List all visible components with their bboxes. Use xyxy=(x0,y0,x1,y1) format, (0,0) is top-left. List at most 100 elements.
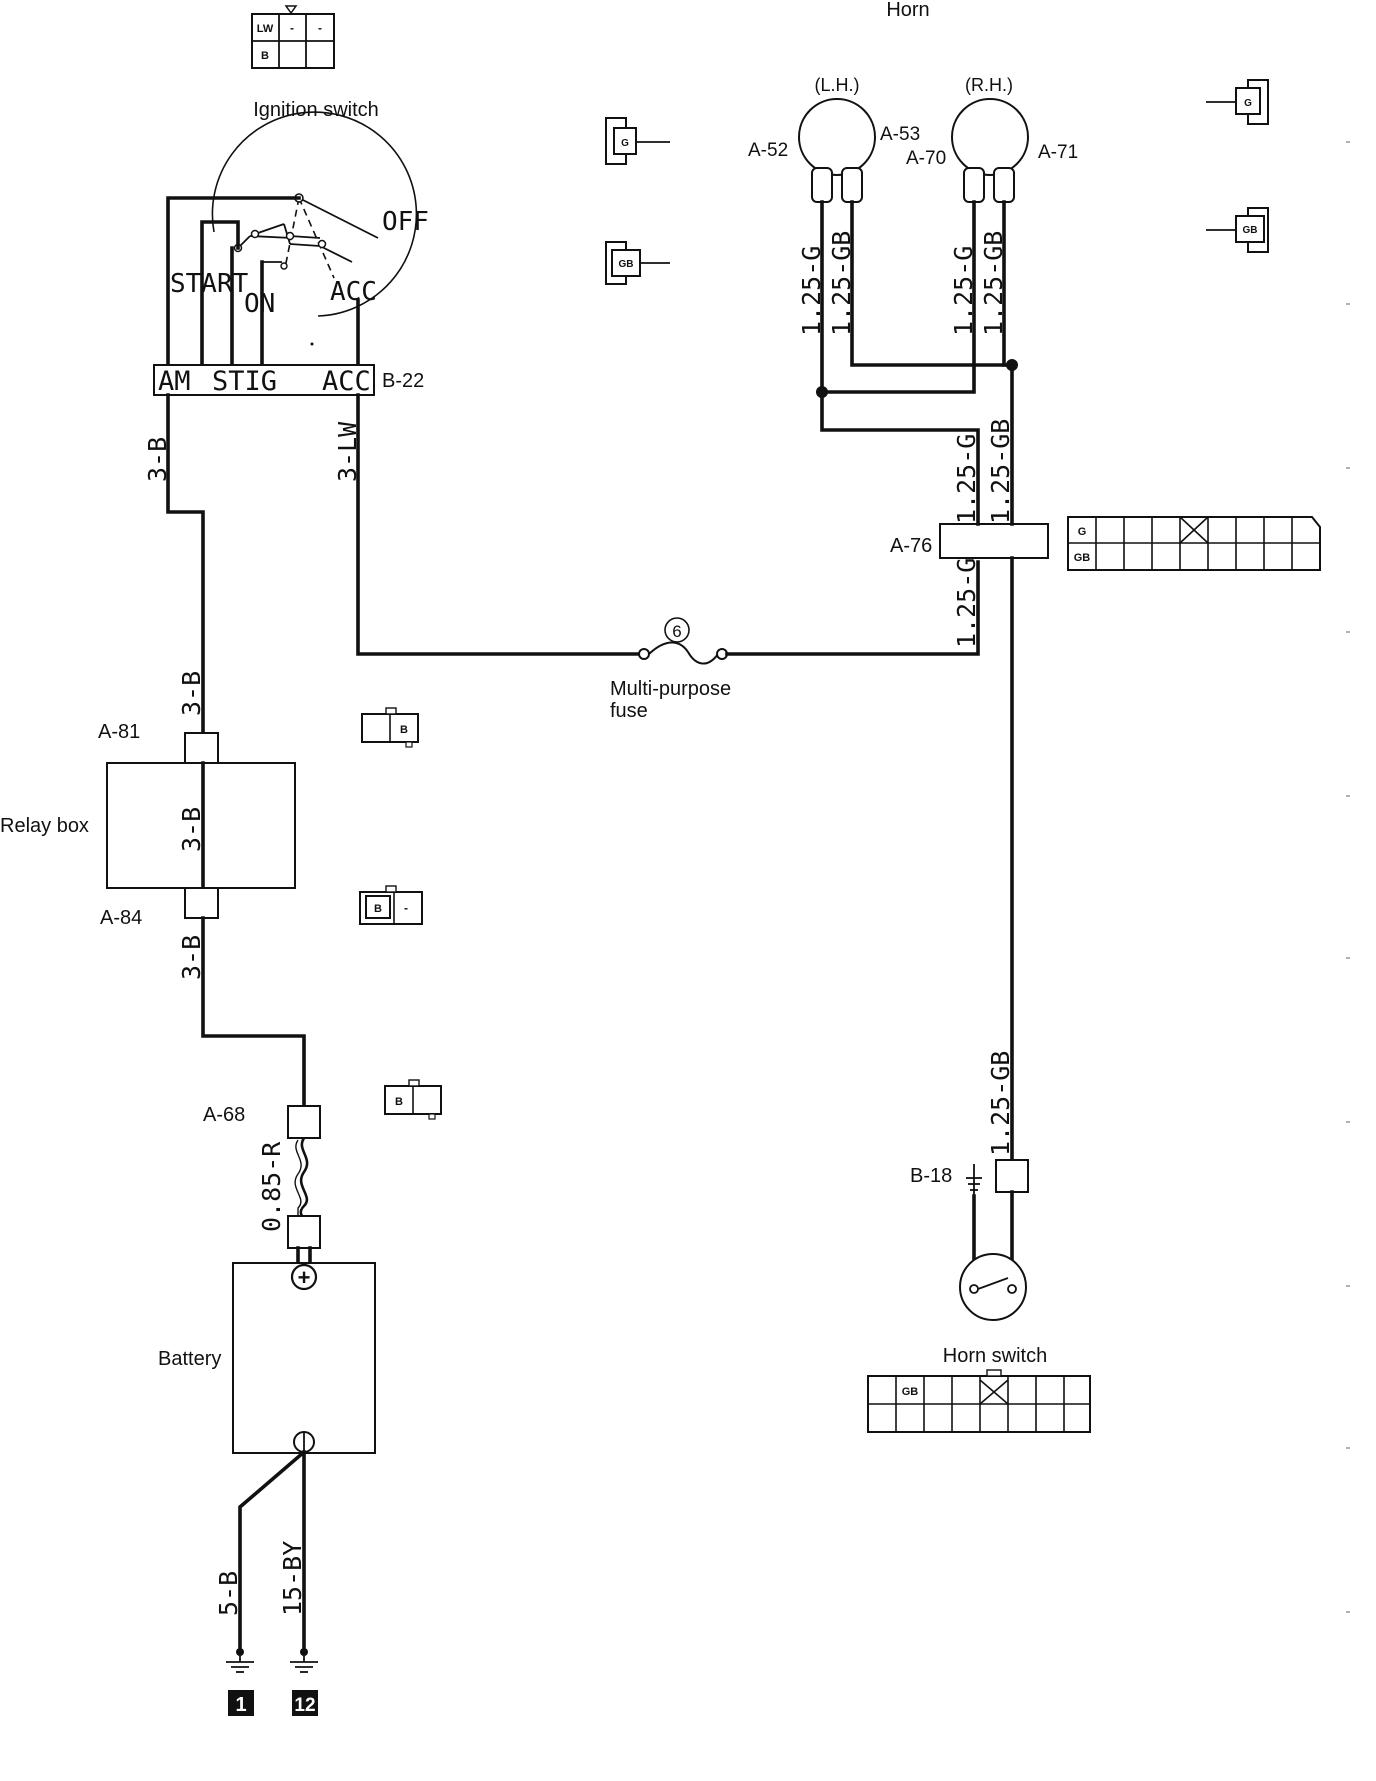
pin-b-label: B xyxy=(395,1096,403,1108)
horn-lh-gb-connector-face: GB xyxy=(605,241,670,285)
ground-point-1-label: 1 xyxy=(235,1694,246,1716)
fuse-label-line1: Multi-purpose xyxy=(610,678,731,700)
position-acc-label: ACC xyxy=(330,277,377,307)
wire-3b-a84-label: 3-B xyxy=(177,935,206,980)
ground-symbol-icon xyxy=(226,1648,254,1673)
horn-lh-label: (L.H.) xyxy=(815,75,860,95)
wire-lh-g-label: 1.25-G xyxy=(797,246,826,336)
ground-point-12 xyxy=(292,1690,318,1716)
splice-g xyxy=(816,386,828,398)
connector-b22-label: B-22 xyxy=(382,370,424,392)
ground-symbol-icon xyxy=(290,1648,318,1673)
wire-5b xyxy=(238,1449,307,1654)
wire-horn-switch-gb-label: 1.25-GB xyxy=(986,1051,1015,1156)
battery-terminal-connector xyxy=(287,1215,321,1249)
wire-15by-label: 15-BY xyxy=(278,1541,307,1616)
fuse-label-line2: fuse xyxy=(610,700,648,722)
pin-b-label: B xyxy=(261,50,269,62)
connector-a68 xyxy=(287,1105,321,1139)
horn-rh-gb-connector-face: GB xyxy=(1206,207,1269,253)
pin-dash-label: - xyxy=(318,21,322,35)
wire-lh-g xyxy=(820,200,980,526)
wire-a76-g-down-label: 1.25-G xyxy=(952,558,981,648)
wire-3lw-label: 3-LW xyxy=(333,421,362,482)
wire-a76-gb-up-label: 1.25-GB xyxy=(986,419,1015,524)
wire-lh-gb-label: 1.25-GB xyxy=(827,231,856,336)
fuse-symbol xyxy=(638,641,728,665)
pin-dash-label: - xyxy=(290,21,294,35)
horn-rh xyxy=(951,98,1029,203)
relay-box xyxy=(106,762,296,889)
battery-label: Battery xyxy=(158,1348,221,1370)
wire-3b-relay-label: 3-B xyxy=(177,807,206,852)
connector-a84 xyxy=(184,887,219,919)
pin-gb-label: GB xyxy=(1243,225,1258,236)
wire-rh-gb-label: 1.25-GB xyxy=(979,231,1008,336)
ignition-terminal-block xyxy=(153,364,375,396)
horn-lh xyxy=(798,98,876,203)
wire-5b-label: 5-B xyxy=(214,1571,243,1616)
wire-am xyxy=(166,196,301,367)
a68-connector-face: B xyxy=(384,1079,442,1120)
relay-box-label: Relay box xyxy=(0,815,89,837)
terminal-am-label: AM xyxy=(158,366,191,397)
fuse-number: 6 xyxy=(672,622,681,641)
wire-3b-main xyxy=(166,393,205,735)
position-on-label: ON xyxy=(244,289,275,319)
connector-a52-label: A-52 xyxy=(748,140,788,161)
connector-a70-label: A-70 xyxy=(906,148,946,169)
connector-b18-label: B-18 xyxy=(910,1165,952,1187)
wire-lh-gb xyxy=(850,200,1014,367)
pin-b-label: B xyxy=(400,724,408,736)
wire-085r-label: 0.85-R xyxy=(257,1141,286,1232)
wire-3b-battery-feed xyxy=(201,916,306,1108)
ground-point-1 xyxy=(228,1690,254,1716)
wire-3b-label: 3-B xyxy=(143,437,172,482)
pin-gb-label: GB xyxy=(902,1386,919,1398)
pin-gb-label: GB xyxy=(619,259,634,270)
position-off-label: OFF xyxy=(382,207,429,237)
connector-a76 xyxy=(939,523,1049,559)
horn-label: Horn xyxy=(886,0,929,21)
pin-b-label: B xyxy=(374,903,382,915)
wire-a76-g-up-label: 1.25-G xyxy=(952,434,981,524)
ground-symbol-icon xyxy=(966,1164,982,1196)
position-start-label: START xyxy=(170,269,249,299)
battery-positive-terminal xyxy=(290,1263,318,1291)
connector-a84-label: A-84 xyxy=(100,907,142,929)
wire-rh-g xyxy=(820,200,976,394)
page-edge-marks xyxy=(1346,141,1350,1613)
connector-a71-label: A-71 xyxy=(1038,142,1078,163)
horn-lh-g-connector-face: G xyxy=(605,117,670,165)
connector-b18 xyxy=(995,1159,1029,1193)
wire-fuse-to-a76 xyxy=(725,560,980,656)
terminal-stig-label: STIG xyxy=(212,366,277,397)
pin-g-label: G xyxy=(1244,98,1252,109)
terminal-acc-label: ACC xyxy=(322,366,371,397)
wire-3b-a81-label: 3-B xyxy=(177,671,206,716)
horn-switch-label: Horn switch xyxy=(943,1345,1047,1367)
a81-connector-face: B xyxy=(361,707,419,748)
ignition-switch-symbol xyxy=(211,111,418,346)
splice-gb xyxy=(1006,359,1018,371)
battery-positive-label: + xyxy=(298,1265,311,1290)
pin-lw-label: LW xyxy=(257,23,274,35)
connector-a53-label: A-53 xyxy=(880,124,920,145)
horn-switch-symbol xyxy=(959,1253,1027,1321)
connector-a68-label: A-68 xyxy=(203,1104,245,1126)
connector-a76-label: A-76 xyxy=(890,535,932,557)
horn-rh-g-connector-face: G xyxy=(1206,79,1269,125)
connector-a81-label: A-81 xyxy=(98,721,140,743)
pin-gb-label: GB xyxy=(1074,552,1091,564)
connector-a81 xyxy=(184,732,219,764)
fuse-number-badge xyxy=(664,617,690,643)
pin-dash-label: - xyxy=(404,901,408,915)
ignition-switch-connector-face: LW - - B xyxy=(251,5,335,69)
ground-point-12-label: 12 xyxy=(294,1695,315,1716)
a84-connector-face: B - xyxy=(359,885,423,925)
a76-connector-face: G GB xyxy=(1067,516,1321,571)
pin-g-label: G xyxy=(621,138,629,149)
ignition-switch-label: Ignition switch xyxy=(253,99,379,121)
pin-g-label: G xyxy=(1078,526,1087,538)
